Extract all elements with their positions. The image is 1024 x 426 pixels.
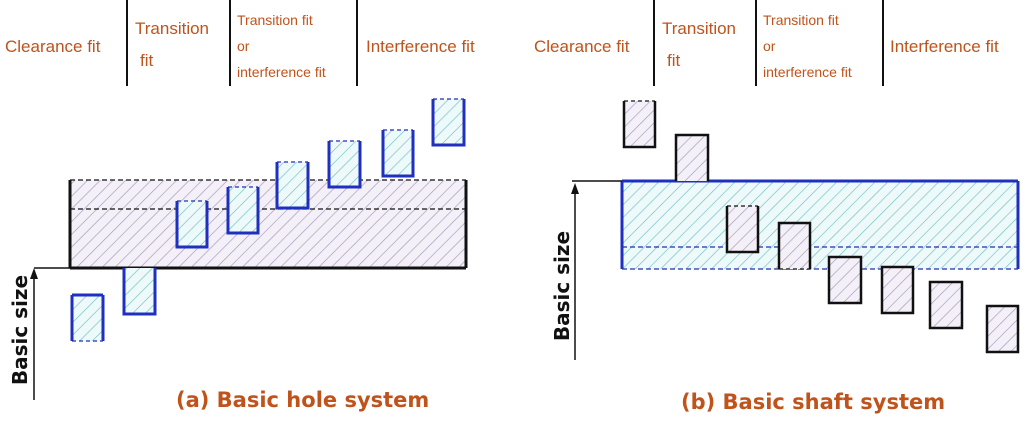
header-divider bbox=[653, 0, 655, 86]
basic-size-arrowhead bbox=[30, 268, 38, 279]
shaft-zone bbox=[70, 293, 105, 342]
header-divider bbox=[755, 0, 757, 86]
hole-tolerance-zone bbox=[68, 179, 468, 270]
header-transition-or-interference-line1: Transition fit bbox=[763, 12, 839, 28]
header-transition-fit-line1: Transition bbox=[662, 19, 737, 38]
shaft-zone bbox=[175, 200, 209, 249]
header-transition-fit-line2: fit bbox=[140, 51, 154, 70]
panel-basic-shaft-system: Clearance fit Transition fit Transition … bbox=[512, 0, 1024, 426]
header-transition-fit-line2: fit bbox=[667, 51, 681, 70]
header-transition-fit-line1: Transition bbox=[135, 19, 210, 38]
caption-basic-shaft-system: (b) Basic shaft system bbox=[681, 390, 946, 414]
header-transition-or-interference-line2: or bbox=[237, 38, 250, 54]
shaft-zone bbox=[122, 268, 157, 316]
axis-label-basic-size: Basic size bbox=[8, 274, 32, 386]
shaft-zone bbox=[431, 98, 466, 147]
hole-zone bbox=[725, 205, 760, 254]
hole-zone bbox=[674, 133, 710, 181]
hole-zone bbox=[827, 255, 863, 305]
header-transition-or-interference-line3: interference fit bbox=[237, 64, 326, 80]
hole-zone bbox=[985, 304, 1020, 354]
header-interference-fit: Interference fit bbox=[890, 37, 999, 56]
shaft-zone bbox=[275, 161, 310, 210]
hole-zone bbox=[880, 265, 915, 315]
hole-zone bbox=[622, 100, 657, 149]
header-transition-or-interference-line3: interference fit bbox=[763, 64, 852, 80]
shaft-zone bbox=[381, 129, 415, 178]
header-transition-or-interference-line2: or bbox=[763, 38, 776, 54]
panel-basic-hole-system: Clearance fit Transition fit Transition … bbox=[5, 0, 475, 412]
axis-label-basic-size: Basic size bbox=[550, 230, 574, 342]
shaft-zone bbox=[327, 140, 362, 189]
header-divider bbox=[229, 0, 231, 86]
panel-a-graphics bbox=[30, 98, 468, 400]
header-divider bbox=[126, 0, 128, 86]
hole-zone bbox=[777, 221, 812, 270]
panel-b-graphics bbox=[571, 100, 1020, 360]
hole-zone bbox=[928, 280, 964, 330]
header-clearance-fit: Clearance fit bbox=[5, 37, 101, 56]
header-interference-fit: Interference fit bbox=[366, 37, 475, 56]
header-divider bbox=[356, 0, 358, 86]
header-clearance-fit: Clearance fit bbox=[534, 37, 630, 56]
basic-size-arrowhead bbox=[571, 183, 579, 194]
shaft-zone bbox=[226, 186, 260, 235]
caption-basic-hole-system: (a) Basic hole system bbox=[176, 388, 430, 412]
header-divider bbox=[882, 0, 884, 86]
header-transition-or-interference-line1: Transition fit bbox=[237, 12, 313, 28]
